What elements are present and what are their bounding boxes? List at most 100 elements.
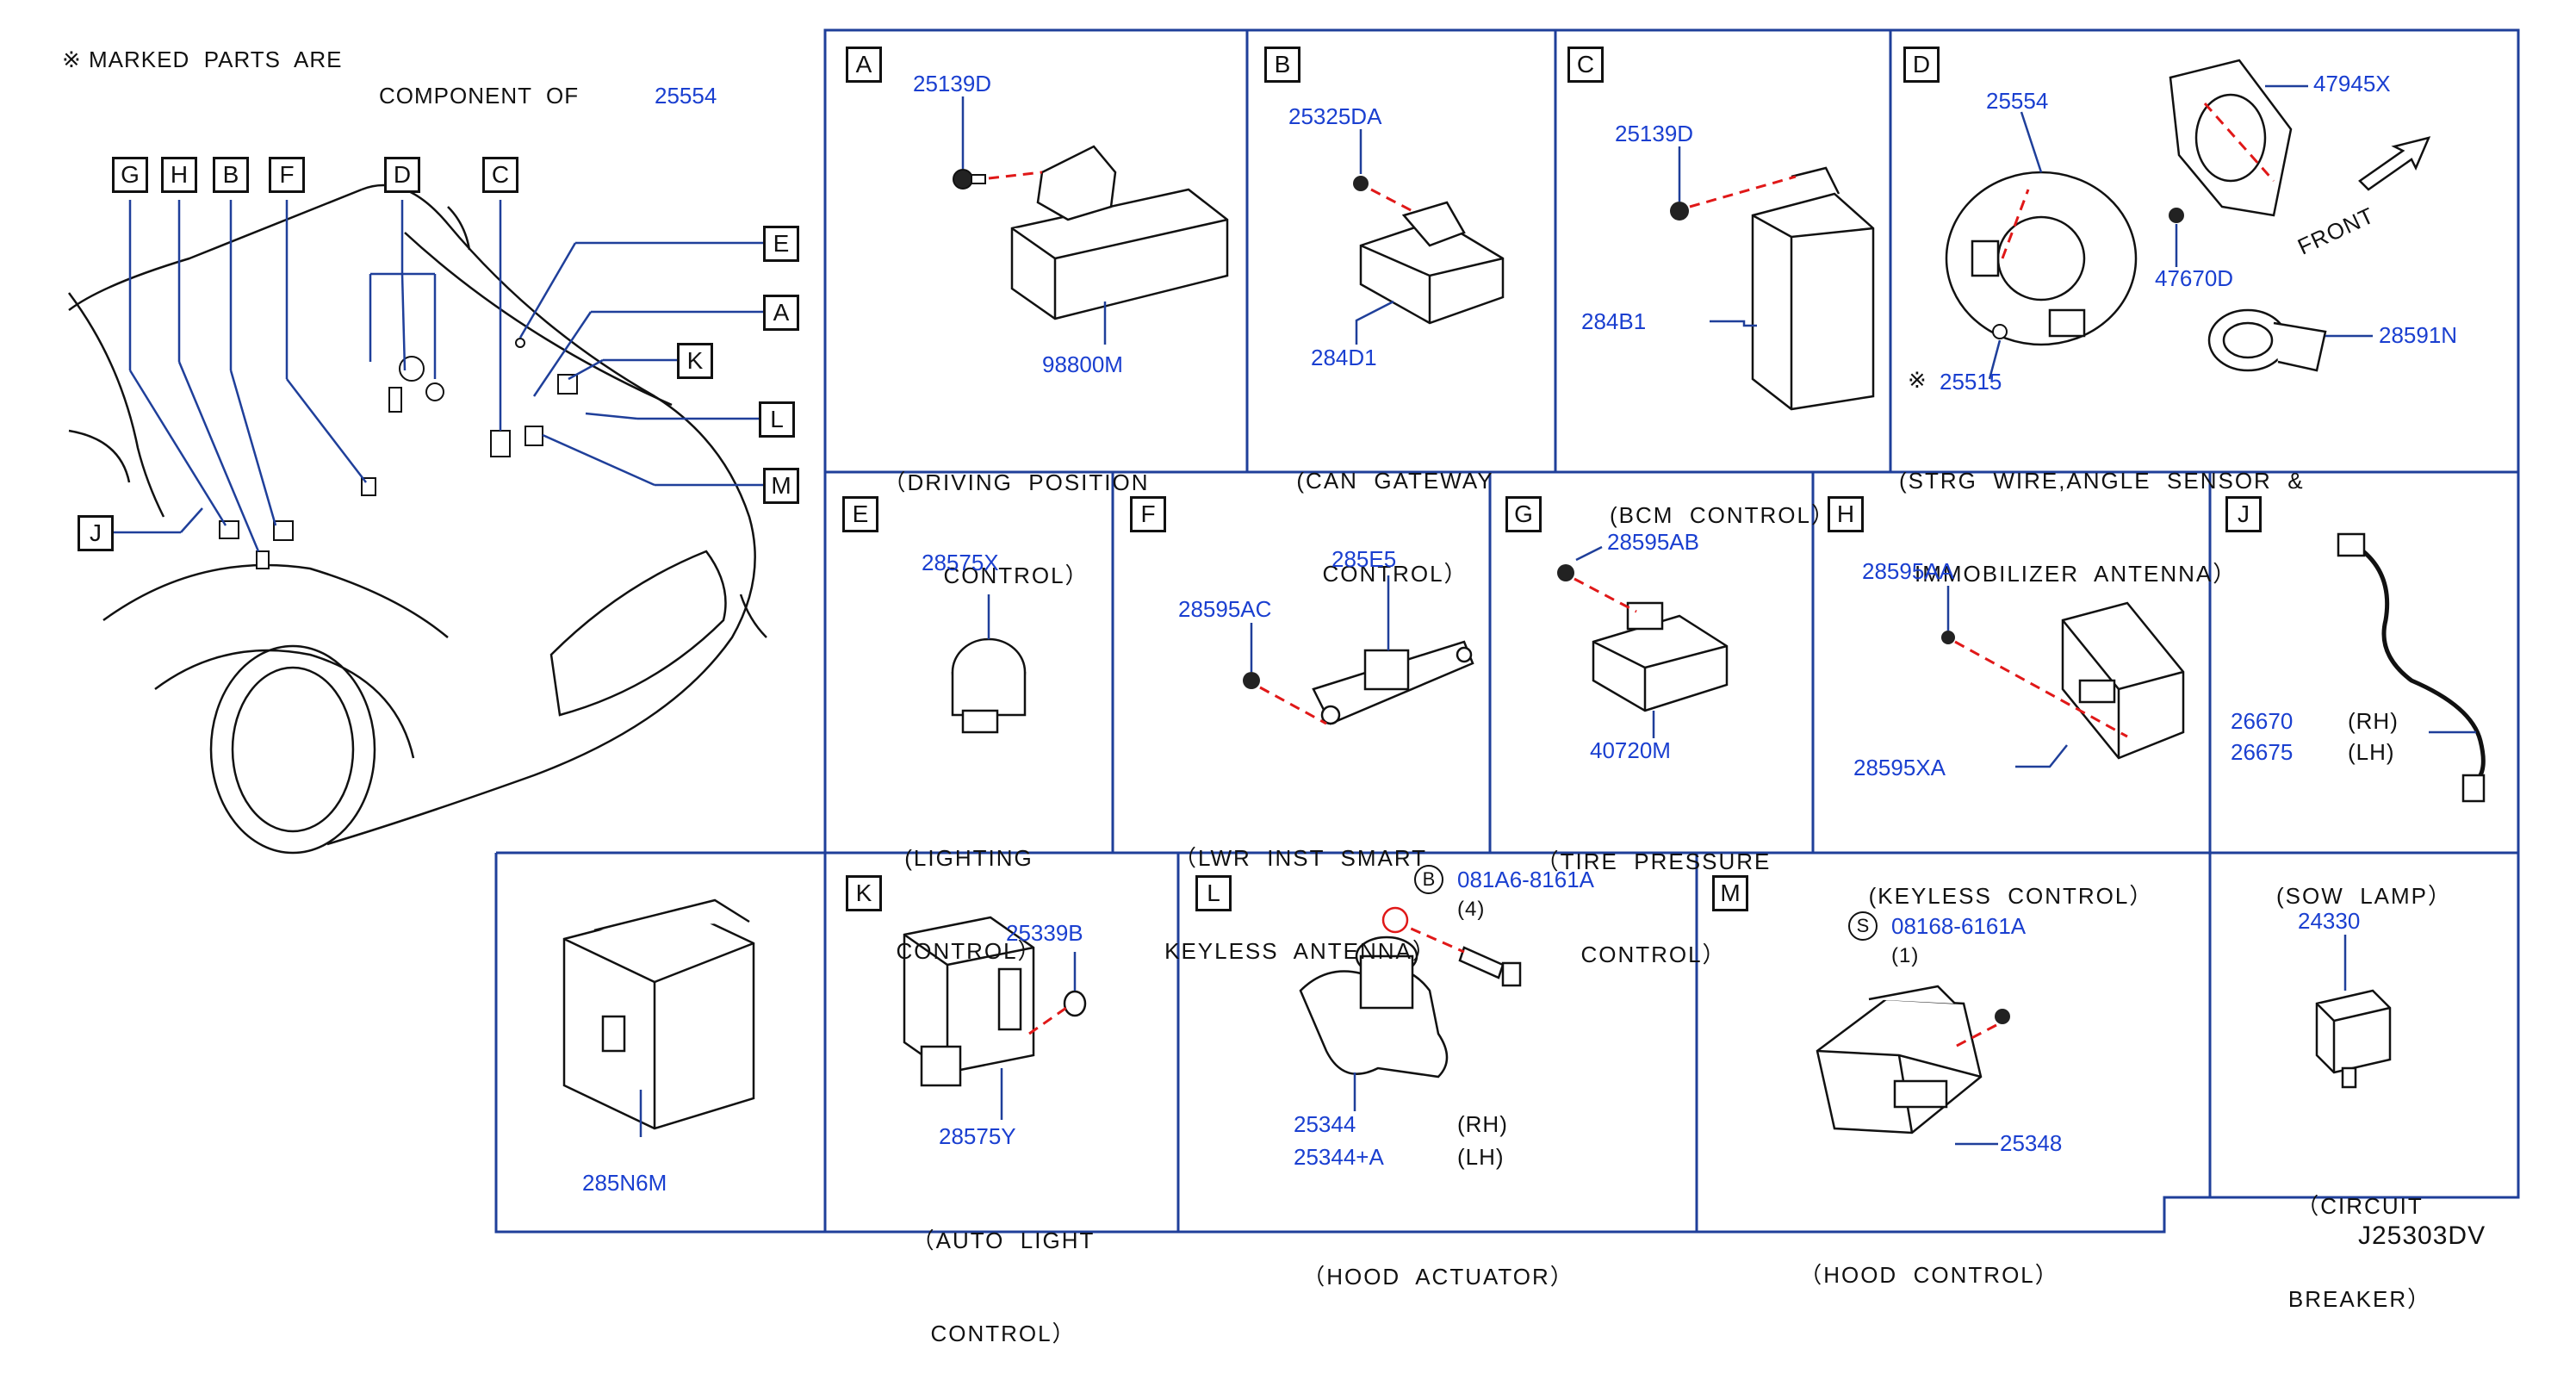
part-25348: 25348 [2000, 1130, 2063, 1156]
panel-a-letter: A [846, 47, 882, 83]
part-26670: 26670 [2231, 708, 2294, 734]
part-25348-sketch [1816, 985, 1983, 1134]
panel-e-letter: E [842, 496, 878, 532]
panel-m-letter: M [1712, 875, 1748, 911]
car-parts [219, 338, 578, 569]
note-line2: COMPONENT OF [379, 83, 580, 109]
part-284D1-sketch [1359, 201, 1505, 325]
panel-g-caption-l1: （TIRE PRESSURE [1536, 849, 1772, 874]
panel-frames [494, 28, 2520, 1234]
part-25139D-a: 25139D [913, 71, 992, 96]
part-25344: 25344 [1294, 1111, 1356, 1137]
part-28595AA: 28595AA [1862, 558, 1954, 584]
dash-d1 [2001, 189, 2030, 259]
panel-j-letter: J [2225, 496, 2262, 532]
note-line1: ※ MARKED PARTS ARE [62, 47, 343, 72]
part-28575Y-sketch [903, 916, 1035, 1087]
bolt-08168-6161A: 08168-6161A [1891, 913, 2027, 939]
overview-label-f: F [269, 157, 305, 193]
lamp-ends [2337, 532, 2486, 803]
part-28595XA: 28595XA [1853, 755, 1946, 780]
dash-d2 [2203, 103, 2275, 182]
overview-label-h: H [161, 157, 197, 193]
part-47945X-sketch [2169, 59, 2293, 217]
note-part: 25554 [655, 83, 717, 109]
panel-b-caption: (CAN GATEWAY CONTROL） [1257, 403, 1533, 620]
panel-g-letter: G [1505, 496, 1542, 532]
panel-f-caption: （LWR INST SMART KEYLESS ANTENNA） [1120, 780, 1481, 998]
panel-m-caption: （HOOD CONTROL） [1710, 1197, 2149, 1321]
overview-label-e: E [763, 226, 799, 262]
overview-label-b: B [213, 157, 249, 193]
part-284B1-sketch [1751, 166, 1875, 411]
overview-label-j: J [78, 515, 114, 551]
panel-b-caption-l1: (CAN GATEWAY [1296, 468, 1494, 494]
part-284D1: 284D1 [1311, 345, 1377, 370]
part-24330: 24330 [2298, 908, 2361, 934]
overview-label-c: C [482, 157, 518, 193]
part-28575X: 28575X [922, 550, 999, 575]
part-25339B-sketch [1063, 990, 1087, 1017]
leaders-b [1355, 129, 1394, 345]
bolt-081A6-8161A: 081A6-8161A [1457, 867, 1595, 892]
screw-28595AC-sketch [1243, 672, 1260, 689]
part-24330-sketch [2315, 989, 2392, 1089]
panel-m-caption-l1: （HOOD CONTROL） [1799, 1262, 2059, 1288]
marked-symbol: ※ [1908, 367, 1927, 393]
screw-25325DA-sketch [1353, 176, 1369, 191]
panel-e-caption-l2: CONTROL） [896, 938, 1042, 964]
dash-a [988, 171, 1043, 180]
panel-k-caption: （AUTO LIGHT CONTROL） [848, 1163, 1158, 1380]
part-28595AB: 28595AB [1607, 529, 1699, 555]
part-98800M-sketch [1010, 145, 1229, 320]
side-lh-l: (LH) [1457, 1144, 1505, 1170]
panel-d-caption-l1: (STRG WIRE,ANGLE SENSOR & [1899, 468, 2305, 494]
overview-label-a: A [763, 295, 799, 331]
part-28591N: 28591N [2379, 322, 2458, 348]
panel-j-caption-l1: (SOW LAMP） [2275, 883, 2452, 909]
screw-25139D-c-sketch [1670, 202, 1689, 221]
panel-h-caption-l1: (KEYLESS CONTROL） [1868, 883, 2154, 909]
side-rh-l: (RH) [1457, 1111, 1508, 1137]
part-25554-sketch [1945, 171, 2138, 346]
part-25515: 25515 [1940, 369, 2002, 395]
dash-l [1394, 920, 1465, 954]
panel-l-letter: L [1195, 875, 1232, 911]
leaders-f [1250, 575, 1390, 672]
part-25339B: 25339B [1006, 920, 1083, 946]
panel-h-letter: H [1828, 496, 1864, 532]
side-rh-j: (RH) [2348, 708, 2399, 734]
leaders-k [1000, 952, 1077, 1120]
panel-g-caption: （TIRE PRESSURE CONTROL） [1499, 784, 1809, 1001]
panel-k-letter: K [846, 875, 882, 911]
car-outline [67, 183, 767, 855]
small-parts-d [1992, 208, 2184, 339]
part-284B1: 284B1 [1581, 308, 1647, 334]
side-lh-j: (LH) [2348, 739, 2395, 765]
part-25554: 25554 [1986, 88, 2049, 114]
screw-25139D-a-sketch [953, 169, 986, 190]
panel-d-caption-l2: IMMOBILIZER ANTENNA） [1915, 561, 2238, 587]
diagram-graphics [67, 28, 2520, 1234]
part-25344-A: 25344+A [1294, 1144, 1384, 1170]
panel-c-letter: C [1567, 47, 1604, 83]
overview-label-m: M [763, 468, 799, 504]
part-25139D-c: 25139D [1615, 121, 1694, 146]
overview-label-d: D [384, 157, 420, 193]
part-28595XA-sketch [2061, 601, 2185, 760]
panel-b-letter: B [1264, 47, 1300, 83]
part-25344-sketch [1299, 936, 1449, 1079]
parts-diagram: ※ MARKED PARTS ARE COMPONENT OF 25554 G … [62, 28, 2520, 1346]
panel-c-caption-l1: (BCM CONTROL） [1609, 502, 1835, 528]
dash-g [1574, 577, 1637, 613]
part-26670-sketch [2349, 540, 2486, 786]
part-40720M-sketch [1592, 601, 1729, 712]
overview-label-k: K [677, 343, 713, 379]
part-98800M: 98800M [1042, 351, 1123, 377]
hole-l [1381, 906, 1409, 934]
panel-e-caption: (LIGHTING CONTROL） [853, 780, 1085, 998]
dash-f [1259, 686, 1327, 725]
panel-f-letter: F [1130, 496, 1166, 532]
screw-28595AA-sketch [1941, 631, 1955, 644]
part-26675: 26675 [2231, 739, 2294, 765]
